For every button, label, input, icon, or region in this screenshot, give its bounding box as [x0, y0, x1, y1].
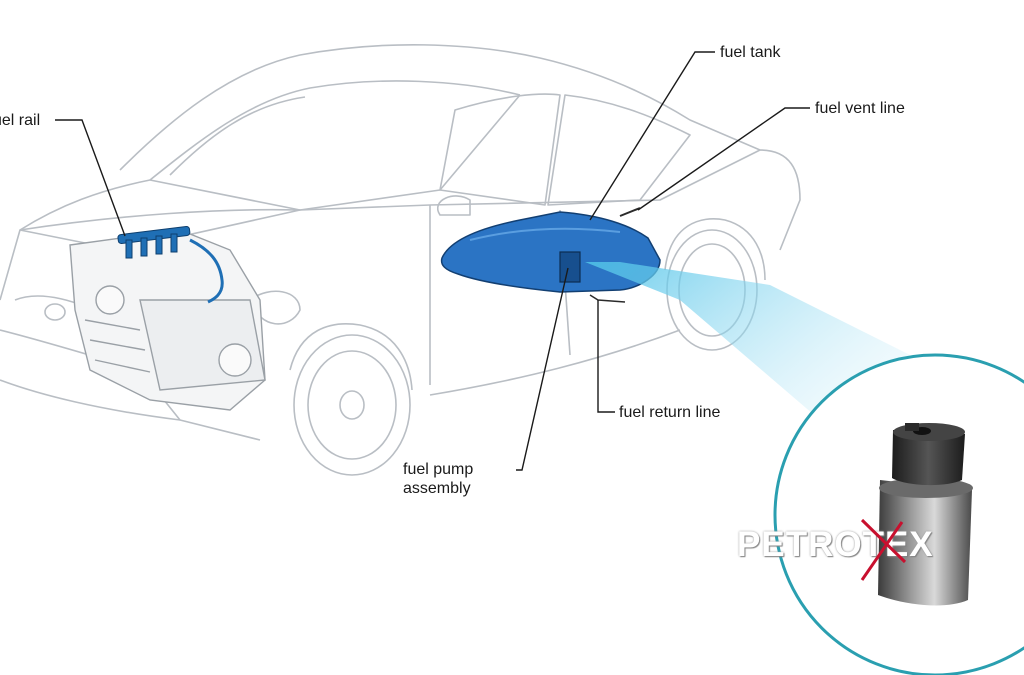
leader-fuel-pump [516, 267, 569, 471]
label-fuel-tank: fuel tank [720, 44, 781, 61]
label-fuel-return-line: fuel return line [619, 404, 721, 421]
leader-fuel-rail [55, 119, 126, 237]
leader-fuel-return-line [597, 300, 615, 413]
label-fuel-vent-line: fuel vent line [815, 100, 905, 117]
leader-fuel-tank [589, 51, 715, 221]
leader-fuel-vent-line [637, 107, 810, 211]
fuel-rail-icon [117, 226, 224, 304]
label-fuel-pump-assembly: fuel pump assembly [403, 460, 473, 498]
fuel-tank-icon [440, 207, 661, 303]
leader-lines [55, 51, 810, 471]
watermark-part2: TEX [862, 525, 934, 564]
label-fuel-pump-line2: assembly [403, 480, 471, 497]
label-fuel-rail: uel rail [0, 112, 41, 129]
watermark-part1: PETRO [737, 525, 863, 564]
petrotex-watermark: PETROTEX [737, 525, 934, 565]
callout-beam [585, 262, 910, 420]
label-fuel-pump-line1: fuel pump [403, 461, 474, 478]
engine-icon [69, 229, 266, 411]
